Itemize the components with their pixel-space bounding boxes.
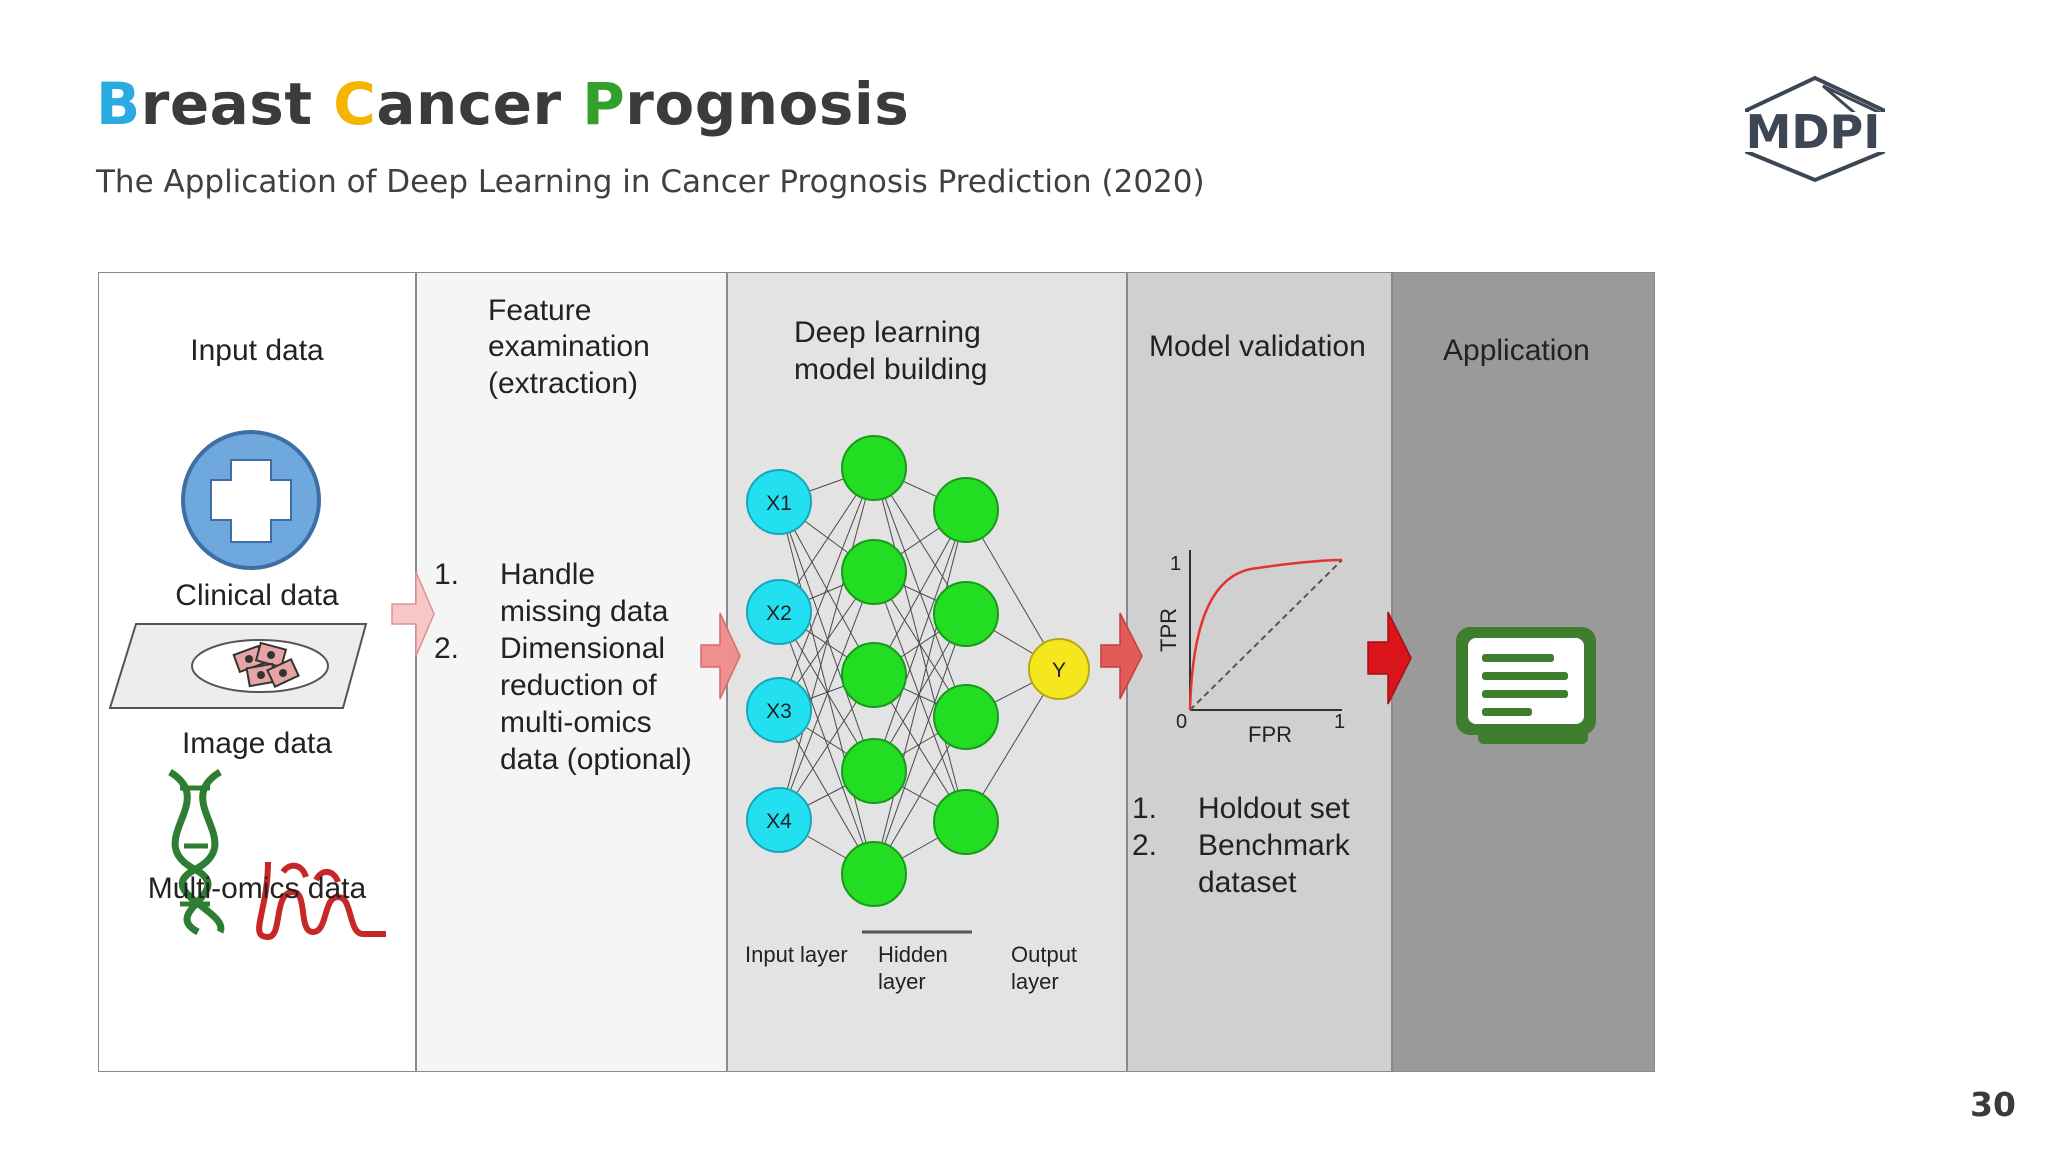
validation-item-2-num: 2. [1132, 829, 1157, 862]
nn-input-label: X4 [766, 810, 792, 833]
title-part: rognosis [625, 70, 910, 138]
feature-item-2-num: 2. [434, 632, 459, 665]
nn-input-label: X3 [766, 700, 792, 723]
nn-hidden-layer-2 [933, 477, 999, 855]
title-part: C [333, 70, 377, 138]
output-layer-label: Output layer [1011, 942, 1083, 994]
neural-network: X1 X2 X3 X4 Y [746, 435, 1090, 907]
arrow-2 [700, 612, 741, 700]
nn-hidden-node [933, 684, 999, 750]
mdpi-logo: MDPI [1735, 75, 1895, 183]
arrow-4 [1367, 611, 1412, 705]
nn-hidden-node [841, 738, 907, 804]
nn-hidden-layer-1 [841, 435, 907, 907]
nn-input-node [746, 677, 812, 743]
dna-icon [168, 769, 225, 936]
roc-y-axis-label: TPR [1156, 608, 1181, 652]
panel-validation [1126, 272, 1393, 1072]
nn-hidden-node [933, 581, 999, 647]
title-part: ancer [376, 70, 583, 138]
roc-x-axis-label: FPR [1248, 722, 1292, 747]
feature-item-2: Dimensional reduction of multi-omics dat… [500, 632, 692, 776]
roc-tick-x1: 1 [1334, 711, 1345, 733]
roc-curve-chart: 1 0 1 FPR TPR [1156, 550, 1345, 747]
validation-item-2: Benchmark dataset [1198, 829, 1358, 899]
input-heading: Input data [190, 334, 324, 367]
validation-item-1: Holdout set [1198, 792, 1350, 825]
roc-tick-y1: 1 [1170, 553, 1181, 575]
nn-input-node [746, 787, 812, 853]
input-layer-label: Input layer [745, 942, 848, 967]
title-part: reast [140, 70, 334, 138]
application-heading: Application [1443, 334, 1590, 367]
deep-learning-heading: Deep learning model building [794, 316, 989, 386]
title-part: P [582, 70, 626, 138]
page-number: 30 [1970, 1085, 2016, 1124]
workflow-figure: Input data Clinical data Image data Mult… [98, 272, 1655, 1072]
roc-tick-zero: 0 [1176, 711, 1187, 733]
arrow-3 [1100, 612, 1143, 700]
nn-hidden-node [841, 539, 907, 605]
nn-hidden-node [841, 642, 907, 708]
clinical-cross-icon [181, 430, 321, 570]
multi-omics-label: Multi-omics data [148, 872, 367, 905]
nn-hidden-node [933, 477, 999, 543]
monitor-document-icon [1456, 627, 1596, 744]
nn-hidden-node [933, 789, 999, 855]
feature-item-1-num: 1. [434, 558, 459, 591]
validation-heading: Model validation [1149, 330, 1366, 363]
nn-output-label: Y [1052, 659, 1066, 682]
slide-title: Breast Cancer Prognosis [96, 70, 909, 138]
nn-input-node [746, 579, 812, 645]
image-data-label: Image data [182, 727, 332, 760]
hidden-layer-label: Hidden layer [878, 942, 954, 994]
arrow-1 [391, 571, 435, 657]
logo-text: MDPI [1746, 105, 1881, 159]
nn-hidden-node [841, 435, 907, 501]
feature-heading: Feature examination (extraction) [488, 294, 658, 400]
nn-input-label: X1 [766, 492, 792, 515]
validation-item-1-num: 1. [1132, 792, 1157, 825]
slide-subtitle: The Application of Deep Learning in Canc… [96, 164, 1205, 200]
nn-input-node [746, 469, 812, 535]
rna-icon [256, 861, 386, 941]
clinical-data-label: Clinical data [175, 579, 339, 612]
nn-input-nodes: X1 X2 X3 X4 [746, 469, 812, 853]
title-part: B [96, 70, 141, 138]
feature-item-1: Handle missing data [500, 558, 669, 628]
tissue-slide-icon [108, 623, 368, 709]
panel-feature [415, 272, 728, 1072]
nn-output-node [1028, 638, 1090, 700]
nn-hidden-node [841, 841, 907, 907]
nn-input-label: X2 [766, 602, 792, 625]
